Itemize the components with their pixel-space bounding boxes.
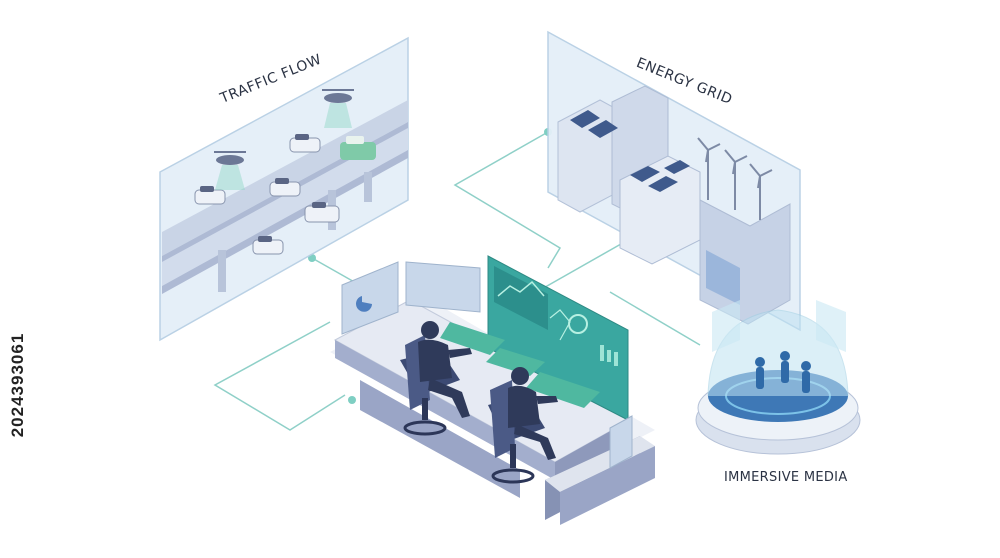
desk-screens (440, 322, 600, 408)
immersive-media-label: IMMERSIVE MEDIA (724, 470, 848, 485)
wind-turbines (697, 137, 773, 220)
energy-grid-panel (547, 30, 801, 332)
immersive-media-dome (695, 300, 861, 455)
operator-woman (488, 367, 558, 484)
stock-id-watermark: 2024393061 (4, 300, 32, 470)
stock-id-text: 2024393061 (8, 332, 27, 438)
drone-icon (322, 89, 354, 128)
monitor-right (609, 415, 633, 469)
solar-panels (570, 110, 690, 192)
connector-lines (213, 131, 701, 431)
drone-icon (214, 151, 246, 190)
monitor-center-left (405, 261, 481, 313)
car-icon (269, 178, 301, 197)
car-icon (289, 134, 321, 153)
monitor-left (341, 261, 399, 335)
car-icon (304, 202, 340, 223)
car-icon (194, 186, 226, 205)
monitor-main (487, 255, 629, 421)
van-icon (340, 136, 376, 160)
traffic-flow-panel (159, 36, 409, 342)
car-icon (252, 236, 284, 255)
operator-man (400, 321, 472, 436)
